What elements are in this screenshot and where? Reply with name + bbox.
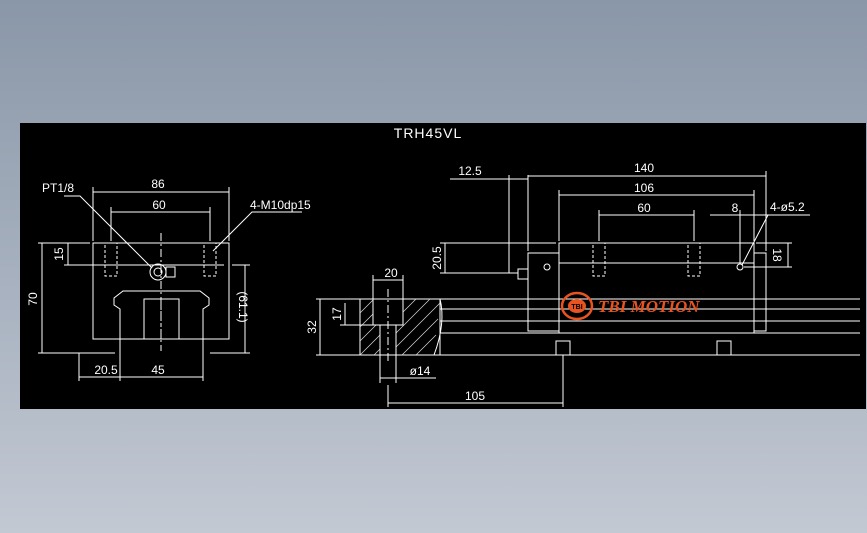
logo-ring <box>560 291 594 321</box>
dim-20-side-label: 20 <box>384 266 398 280</box>
dim-8-label: 8 <box>732 201 739 215</box>
dim-20-5-side-label: 20.5 <box>430 246 444 270</box>
tapped-hole-left <box>104 242 118 277</box>
dim-140-label: 140 <box>634 161 654 175</box>
tbi-logo: TBI TBI MOTION <box>560 291 700 321</box>
dim-20-5-label: 20.5 <box>94 363 118 377</box>
front-view <box>38 187 302 381</box>
drawing-title: TRH45VL <box>394 125 462 141</box>
drawing-frame: TRH45VL <box>20 123 866 409</box>
grease-nipple-inner <box>153 267 163 277</box>
side-view <box>316 171 860 407</box>
dim-15-label: 15 <box>52 247 66 261</box>
seal-hole-right <box>736 263 744 271</box>
dim-61-label: (61.1) <box>236 291 250 322</box>
tapped-hole-right <box>203 242 217 277</box>
grease-port-label: PT1/8 <box>42 181 74 195</box>
leader-m10 <box>212 211 302 252</box>
cad-drawing: TRH45VL <box>26 125 860 407</box>
tapped-holes-label: 4-M10dp15 <box>250 198 311 212</box>
dim-17-label: 17 <box>330 307 344 321</box>
grease-nipple <box>149 263 167 281</box>
rail-bolt-2 <box>716 340 732 356</box>
rail-bolt-1 <box>555 340 571 356</box>
seal-hole-left <box>543 263 551 271</box>
end-seal-right <box>753 252 767 332</box>
dim-105-label: 105 <box>465 389 485 403</box>
side-hole-1 <box>592 242 606 277</box>
grease-nipple-body <box>165 266 176 278</box>
block-body <box>558 242 755 334</box>
dim-45-label: 45 <box>151 363 165 377</box>
dim-12-5-label: 12.5 <box>458 164 482 178</box>
leader-pt18 <box>64 195 153 269</box>
front-view-text: 86 60 70 (61.1) 15 20.5 45 PT1/8 4-M10dp… <box>26 177 311 377</box>
end-seal-left <box>527 252 560 332</box>
dim-106-label: 106 <box>634 181 654 195</box>
holes-label: 4-ø5.2 <box>770 200 805 214</box>
logo-text: TBI MOTION <box>598 297 700 316</box>
side-view-text: 12.5 140 106 60 8 4-ø5.2 20.5 18 20 32 1… <box>305 161 805 403</box>
logo-badge-text: TBI <box>571 304 582 311</box>
dim-86-label: 86 <box>151 177 165 191</box>
grease-fitting <box>517 268 529 280</box>
dim-60-label: 60 <box>152 198 166 212</box>
leader-5-2 <box>741 214 810 266</box>
rail-profile <box>113 290 210 339</box>
dim-70-label: 70 <box>26 292 40 306</box>
side-hole-2 <box>687 242 701 277</box>
rail-break-line <box>433 298 443 356</box>
dim-32-label: 32 <box>305 320 319 334</box>
dim-18-label: 18 <box>770 248 784 262</box>
dim-dia14-label: ø14 <box>410 364 431 378</box>
logo-core <box>568 299 586 313</box>
dim-60-side-label: 60 <box>637 201 651 215</box>
